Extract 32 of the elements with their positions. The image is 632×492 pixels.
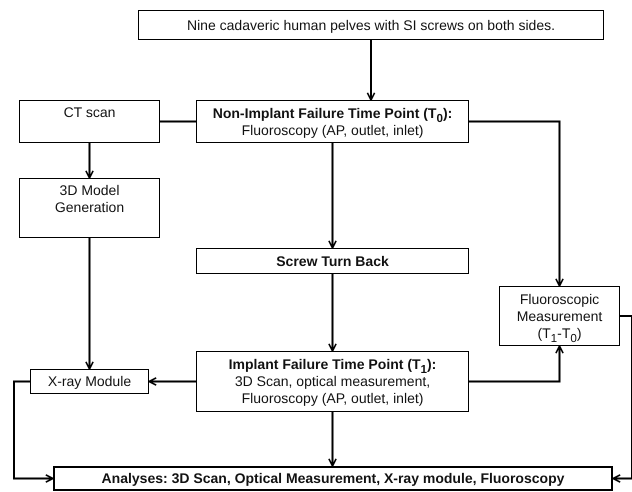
connector-line <box>160 120 196 122</box>
process-box <box>138 10 604 40</box>
process-box <box>53 466 613 491</box>
arrow <box>13 380 54 483</box>
box-heading: Implant Failure Time Point (T$_{1}$): <box>228 356 436 373</box>
arrow <box>148 377 196 386</box>
box-text: X-ray Module <box>48 373 132 390</box>
box-text: CT scan <box>64 104 116 121</box>
arrow <box>366 40 376 101</box>
box-text: Fluoroscopic Measurement (T$_{1}$-T$_{0}$) <box>516 290 604 342</box>
arrow <box>85 143 94 179</box>
arrow <box>469 345 564 382</box>
box-heading: Non-Implant Failure Time Point (T$_{0}$): <box>212 104 452 122</box>
process-box <box>19 100 160 143</box>
box-text: Fluoroscopy (AP, outlet, inlet) <box>242 122 424 138</box>
arrow <box>612 315 632 483</box>
arrow <box>328 412 337 467</box>
arrow <box>328 274 337 352</box>
box-text: Screw Turn Back <box>276 252 389 270</box>
process-box <box>19 178 160 238</box>
process-box <box>196 351 469 412</box>
box-text: 3D Scan, optical measurement, Fluoroscopy (AP, outlet, inlet) <box>234 373 432 407</box>
process-box <box>499 286 620 346</box>
box-text: Analyses: 3D Scan, Optical Measurement, X-ray module, Fluoroscopy <box>102 470 564 487</box>
process-box <box>196 248 469 274</box>
box-text: 3D Model Generation <box>54 182 126 216</box>
arrow <box>328 143 337 249</box>
process-box <box>30 369 149 394</box>
process-box <box>196 100 469 143</box>
arrow <box>469 120 564 287</box>
arrow <box>85 238 94 370</box>
box-text: Nine cadaveric human pelves with SI screws on both sides. <box>186 16 556 34</box>
